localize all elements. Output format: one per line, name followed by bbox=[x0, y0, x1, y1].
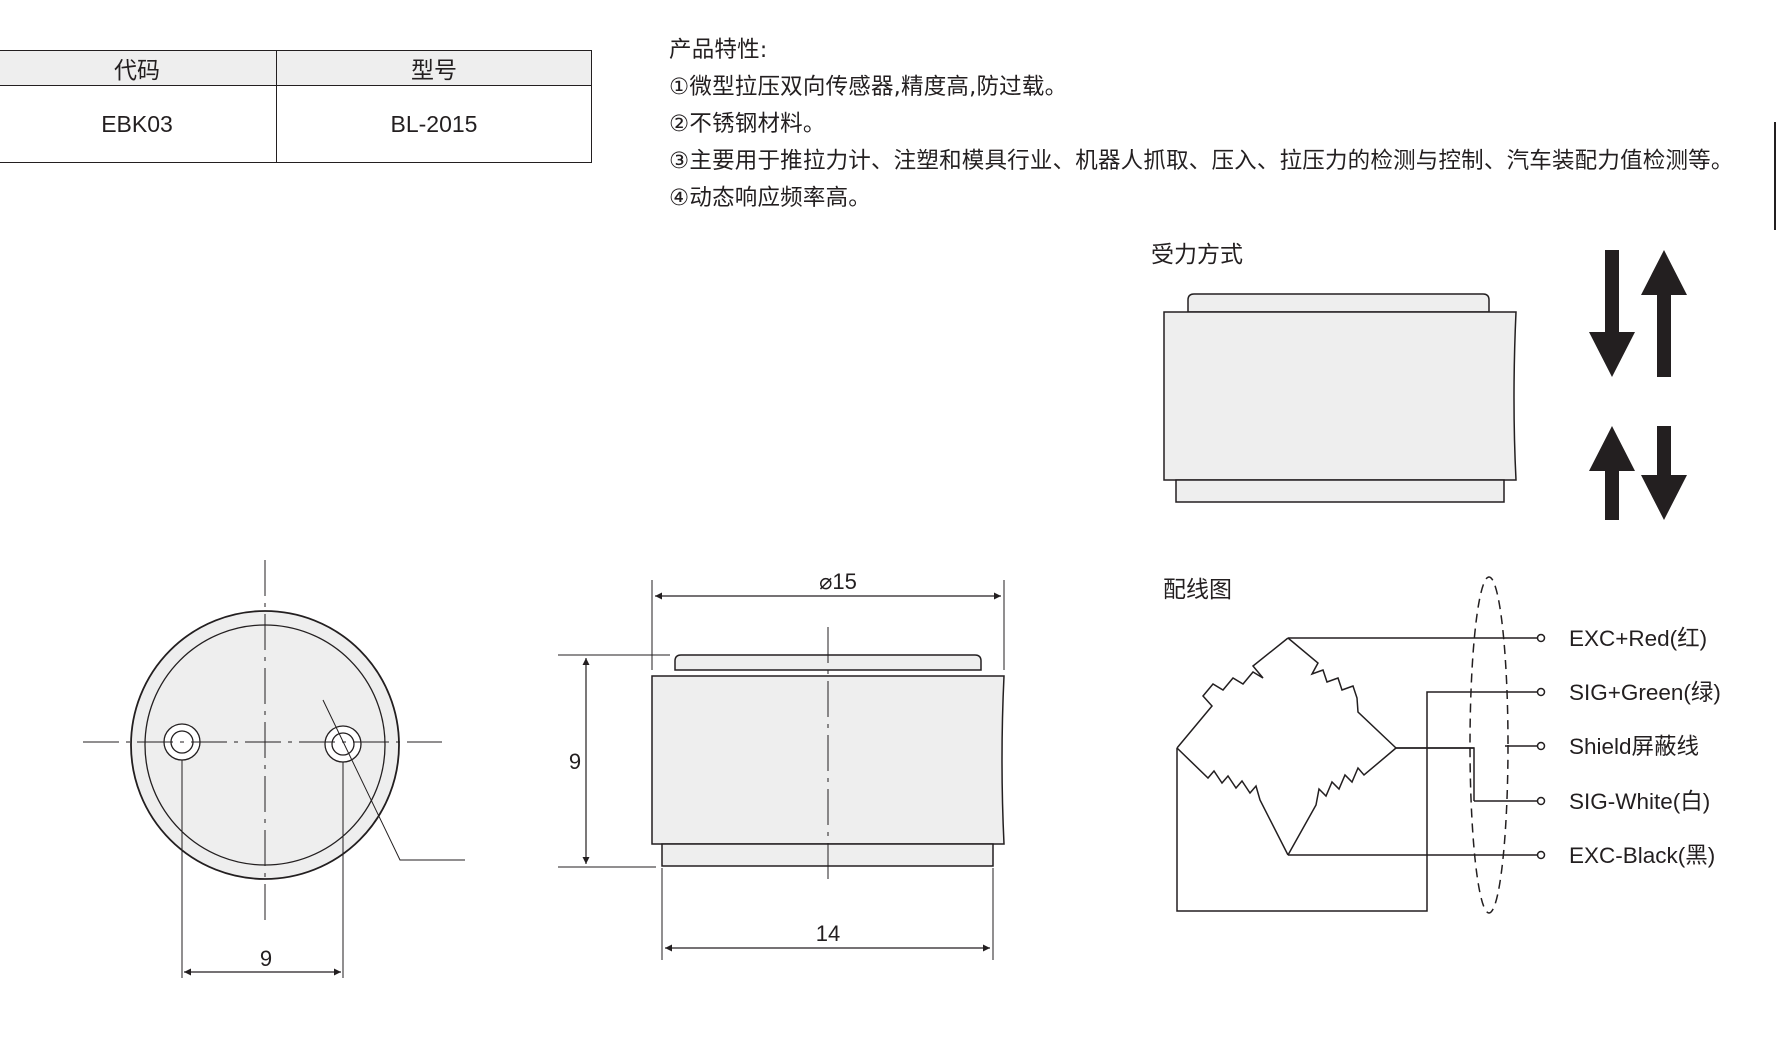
arrow-down-icon bbox=[1589, 250, 1635, 377]
shield-ellipse bbox=[1469, 576, 1509, 914]
table-header-row: 代码 型号 bbox=[0, 50, 592, 86]
feature-item: ②不锈钢材料。 bbox=[669, 111, 826, 137]
product-features: 产品特性: ①微型拉压双向传感器,精度高,防过载。 ②不锈钢材料。 ③主要用于推… bbox=[669, 32, 1734, 217]
force-arrows bbox=[1589, 250, 1687, 520]
table-row: EBK03 BL-2015 bbox=[0, 85, 592, 163]
wire-label-exc-plus: EXC+Red(红) bbox=[1569, 626, 1707, 651]
dimension-diameter: ⌀15 bbox=[819, 569, 857, 594]
resistor-r1 bbox=[1176, 637, 1289, 749]
table-cell-code: EBK03 bbox=[0, 85, 277, 163]
terminal-sig-plus bbox=[1536, 687, 1546, 697]
wire-label-sig-plus: SIG+Green(绿) bbox=[1569, 680, 1721, 705]
table-header-model: 型号 bbox=[276, 50, 592, 86]
feature-item: ③主要用于推拉力计、注塑和模具行业、机器人抓取、压入、拉压力的检测与控制、汽车装… bbox=[669, 148, 1734, 174]
table-cell-model: BL-2015 bbox=[276, 85, 592, 163]
mount-hole-right-inner bbox=[331, 732, 355, 756]
arrow-up-icon bbox=[1589, 426, 1635, 520]
leader-line bbox=[322, 699, 465, 861]
dimension-hole-spacing: 9 bbox=[260, 946, 272, 971]
force-base bbox=[1175, 479, 1505, 503]
feature-item: ①微型拉压双向传感器,精度高,防过载。 bbox=[669, 74, 1068, 100]
side-view bbox=[558, 580, 1005, 960]
dimension-height: 9 bbox=[569, 749, 581, 774]
resistor-r4 bbox=[1287, 747, 1397, 856]
wire-terminals bbox=[1536, 633, 1546, 860]
spec-table: 代码 型号 EBK03 BL-2015 bbox=[0, 50, 592, 163]
table-header-code: 代码 bbox=[0, 50, 277, 86]
terminal-exc-plus bbox=[1536, 633, 1546, 643]
terminal-sig-minus bbox=[1536, 796, 1546, 806]
resistor-r3 bbox=[1176, 747, 1289, 856]
mount-hole-right bbox=[324, 725, 362, 763]
arrow-down-icon bbox=[1641, 426, 1687, 520]
wiring-title: 配线图 bbox=[1163, 577, 1232, 603]
force-body bbox=[1163, 311, 1517, 481]
force-mode-title: 受力方式 bbox=[1151, 242, 1243, 268]
force-mode-diagram bbox=[1163, 293, 1517, 503]
edge-divider bbox=[1774, 122, 1776, 230]
force-top-boss bbox=[1187, 293, 1490, 313]
resistor-r2 bbox=[1287, 637, 1397, 749]
wire-label-sig-minus: SIG-White(白) bbox=[1569, 789, 1710, 814]
feature-item: ④动态响应频率高。 bbox=[669, 185, 871, 211]
terminal-exc-minus bbox=[1536, 850, 1546, 860]
wiring-diagram bbox=[1176, 576, 1538, 914]
dimension-width: 14 bbox=[816, 921, 840, 946]
wire-sig-plus bbox=[1176, 691, 1538, 912]
wire-sig-minus bbox=[1396, 747, 1475, 801]
arrow-up-icon bbox=[1641, 250, 1687, 377]
top-view bbox=[83, 560, 465, 978]
terminal-shield bbox=[1536, 741, 1546, 751]
features-title: 产品特性: bbox=[669, 37, 768, 63]
wire-label-shield: Shield屏蔽线 bbox=[1569, 734, 1699, 759]
wire-label-exc-minus: EXC-Black(黑) bbox=[1569, 843, 1715, 868]
